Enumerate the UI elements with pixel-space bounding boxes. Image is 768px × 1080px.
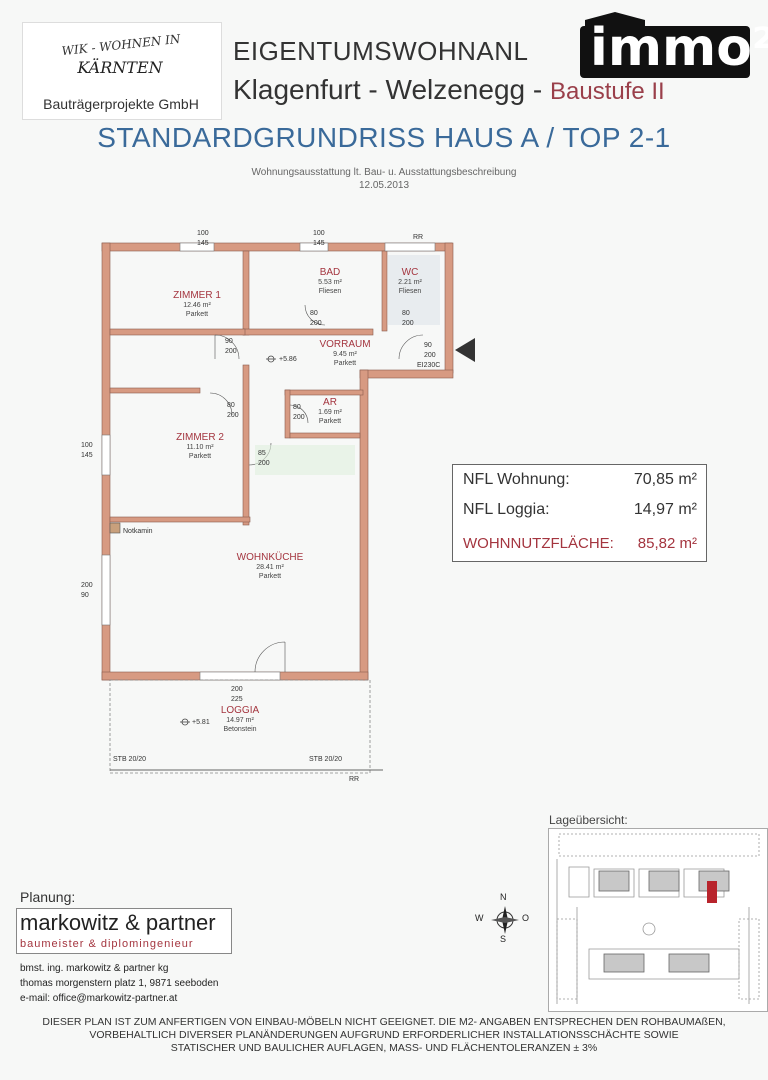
room-wohnkueche: WOHNKÜCHE 28.41 m² Parkett [225,552,315,581]
door-dim: 80 200 [310,310,322,327]
room-zimmer1: ZIMMER 1 12.46 m² Parkett [157,290,237,319]
room-name: WOHNKÜCHE [236,552,304,563]
stage-text: Baustufe II [549,78,665,105]
room-loggia: LOGGIA 14.97 m² Betonstein [200,705,280,734]
window-dim: 100 145 [197,230,209,247]
room-area: 2.21 m² [398,279,422,286]
room-name: ZIMMER 2 [176,432,224,443]
room-floor: Fliesen [318,288,342,295]
room-area: 9.45 m² [333,351,357,358]
room-name: ZIMMER 1 [173,290,221,301]
floor-plan: ZIMMER 1 12.46 m² Parkett BAD 5.53 m² Fl… [81,225,475,785]
disclaimer-line: DIESER PLAN IST ZUM ANFERTIGEN VON EINBA… [42,1016,726,1028]
rr-label: RR [413,234,424,241]
room-vorraum: VORRAUM 9.45 m² Parkett [310,339,380,368]
level-loggia: +5.81 [192,719,210,726]
room-name: LOGGIA [220,705,260,716]
room-area: 1.69 m² [318,409,342,416]
stb-label: STB 20/20 [113,756,147,763]
planner-address1: bmst. ing. markowitz & partner kg [20,963,169,974]
stb-label: STB 20/20 [309,756,343,763]
planung-label: Planung: [20,889,76,905]
site-plan-map [548,828,768,1012]
planner-email: e-mail: office@markowitz-partner.at [20,993,178,1004]
area-row: NFL Loggia: 14,97 m² [463,501,701,519]
room-area: 14.97 m² [226,717,254,724]
room-name: WC [401,267,419,278]
door-dim: 90 200 [424,342,436,359]
project-location: Klagenfurt - Welzenegg - Baustufe II [233,74,665,106]
immo-brand-logo [580,12,750,78]
room-zimmer2: ZIMMER 2 11.10 m² Parkett [160,432,240,461]
logo-line3: Bauträgerprojekte GmbH [43,96,199,112]
room-floor: Fliesen [398,288,422,295]
room-bad: BAD 5.53 m² Fliesen [300,267,360,296]
area-row-total: WOHNNUTZFLÄCHE: 85,82 m² [463,535,701,552]
planner-name: markowitz & partner [20,910,216,935]
room-wc: WC 2.21 m² Fliesen [385,267,435,296]
compass-rose-icon [491,906,519,934]
area-label: WOHNNUTZFLÄCHE: [463,535,614,552]
door-dim: 200 225 [231,686,243,703]
room-floor: Parkett [333,360,357,367]
room-floor: Parkett [188,453,212,460]
plan-date: 12.05.2013 [358,180,410,191]
area-label: NFL Wohnung: [463,471,570,488]
compass-s: S [500,934,507,944]
rr-label: RR [349,776,360,783]
site-plan-title: Lageübersicht: [549,813,628,827]
room-area: 5.53 m² [318,279,342,286]
room-floor: Parkett [318,418,342,425]
window-dim: 200 90 [81,582,93,599]
room-name: AR [323,397,337,408]
plan-heading: STANDARDGRUNDRISS HAUS A / TOP 2-1 [97,122,671,153]
door-dim: 90 200 [225,338,237,355]
door-dim: 80 200 [227,402,239,419]
company-logo [22,22,222,120]
planner-address2: thomas morgenstern platz 1, 9871 seebode… [20,978,219,989]
area-summary: NFL Wohnung: 70,85 m² NFL Loggia: 14,97 … [452,464,707,562]
planner-subtitle: baumeister & diplomingenieur [20,938,194,950]
compass-n: N [500,892,507,902]
project-title: EIGENTUMSWOHNANL [233,36,529,66]
room-area: 28.41 m² [256,564,284,571]
door-dim: 80 200 [402,310,414,327]
window-dim: 100 145 [81,442,93,459]
compass-o: O [522,913,530,923]
disclaimer: DIESER PLAN IST ZUM ANFERTIGEN VON EINBA… [0,1016,768,1055]
room-area: 12.46 m² [183,302,211,309]
planner-logo-box [16,908,232,954]
area-value: 70,85 m² [633,471,697,488]
area-row: NFL Wohnung: 70,85 m² [463,471,701,489]
room-name: BAD [319,267,341,278]
disclaimer-line: VORBEHALTLICH DIVERSER PLANÄNDERUNGEN AU… [89,1029,679,1041]
area-label: NFL Loggia: [463,501,550,518]
logo-line2: KÄRNTEN [77,58,163,77]
subheading-text: Wohnungsausstattung lt. Bau- u. Ausstatt… [251,167,517,178]
notkamin-label: Notkamin [123,528,153,535]
room-ar: AR 1.69 m² Parkett [305,397,355,426]
location-text: Klagenfurt - Welzenegg - [233,74,543,105]
door-dim: 80 200 [293,404,305,421]
door-class: EI230C [417,362,441,369]
room-floor: Betonstein [223,726,257,733]
plan-subheading: Wohnungsausstattung lt. Bau- u. Ausstatt… [0,166,768,192]
room-name: VORRAUM [319,339,371,350]
room-floor: Parkett [185,311,209,318]
window-dim: 100 145 [313,230,325,247]
disclaimer-line: STATISCHER UND BAULICHER AUFLAGEN, MASS-… [170,1042,598,1054]
area-value: 85,82 m² [637,535,697,552]
immo-brand-text: immo² [590,18,768,78]
level-vorraum: +5.86 [279,356,297,363]
room-floor: Parkett [258,573,282,580]
floor-plan-walls [101,242,475,774]
door-dim: 85 200 [258,450,270,467]
area-value: 14,97 m² [633,501,697,518]
room-area: 11.10 m² [186,444,214,451]
compass-w: W [475,913,484,923]
